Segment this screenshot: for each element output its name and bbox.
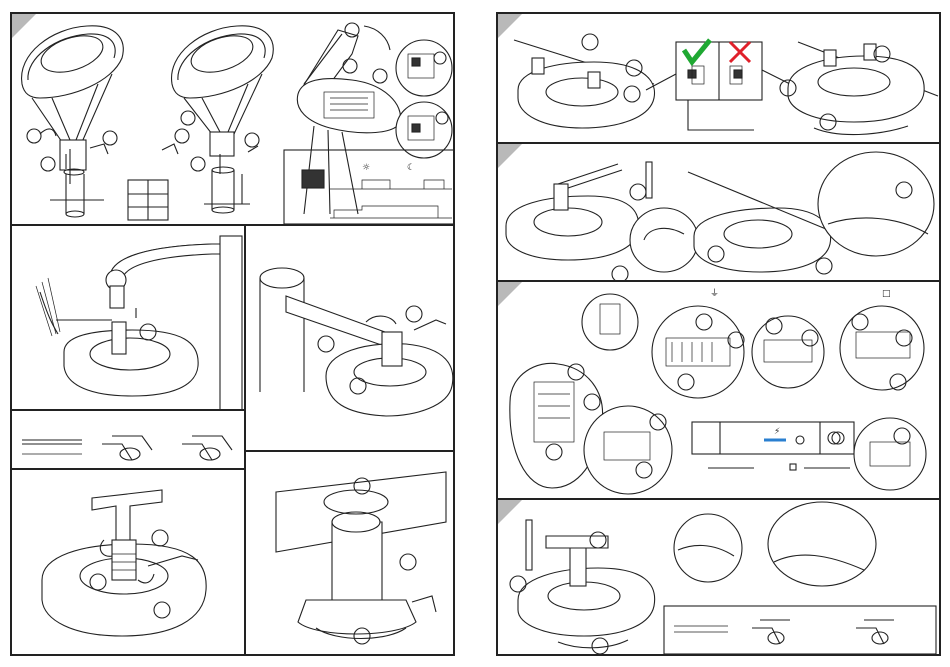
zoom-gland xyxy=(582,294,638,350)
lantern-figure-1 xyxy=(22,26,124,217)
sun-symbol: ☼ xyxy=(362,163,370,173)
zoom-terminal-5 xyxy=(854,418,926,490)
step-i-panel xyxy=(497,143,940,281)
check-icon xyxy=(684,40,710,62)
step-j-panel: ⏚ □ ⚡ xyxy=(497,281,940,499)
wiring-legend-box xyxy=(664,606,936,654)
zoom-detail-4 xyxy=(818,152,934,256)
step-j-illustration: ⏚ □ ⚡ xyxy=(498,282,940,499)
earth-symbol: ⏚ xyxy=(710,288,719,299)
step-h-illustration xyxy=(498,14,940,143)
zoom-terminal-4 xyxy=(584,406,672,494)
left-page: ☼ ☾ xyxy=(10,12,455,656)
class2-symbol: □ xyxy=(882,289,891,299)
zoom-terminal-2 xyxy=(752,316,824,388)
step-e-panel xyxy=(245,225,454,451)
step-k-panel xyxy=(497,499,940,655)
legend-box xyxy=(692,422,854,454)
step-f-illustration xyxy=(246,452,454,655)
zoom-detail-3 xyxy=(630,208,698,272)
cross-icon xyxy=(730,42,750,62)
step-h-panel xyxy=(497,13,940,143)
step-c-panel xyxy=(11,409,245,469)
step-b-panel xyxy=(11,225,245,411)
zoom-closing xyxy=(768,502,876,586)
step-a-panel: ☼ ☾ xyxy=(11,13,454,225)
moon-symbol: ☾ xyxy=(407,163,415,173)
right-page: ⏚ □ ⚡ xyxy=(496,12,941,656)
step-i-illustration xyxy=(498,144,940,281)
step-d-panel xyxy=(11,469,245,655)
step-b-illustration xyxy=(12,226,245,411)
step-a-illustration: ☼ ☾ xyxy=(12,14,454,225)
step-d-illustration xyxy=(12,470,245,655)
step-c-illustration xyxy=(12,410,245,469)
step-k-illustration xyxy=(498,500,940,655)
step-e-illustration xyxy=(246,226,454,451)
lantern-figure-2 xyxy=(162,26,273,213)
step-f-panel xyxy=(245,451,454,655)
lightning-symbol: ⚡ xyxy=(774,427,780,437)
zoom-detail-1 xyxy=(396,40,452,96)
